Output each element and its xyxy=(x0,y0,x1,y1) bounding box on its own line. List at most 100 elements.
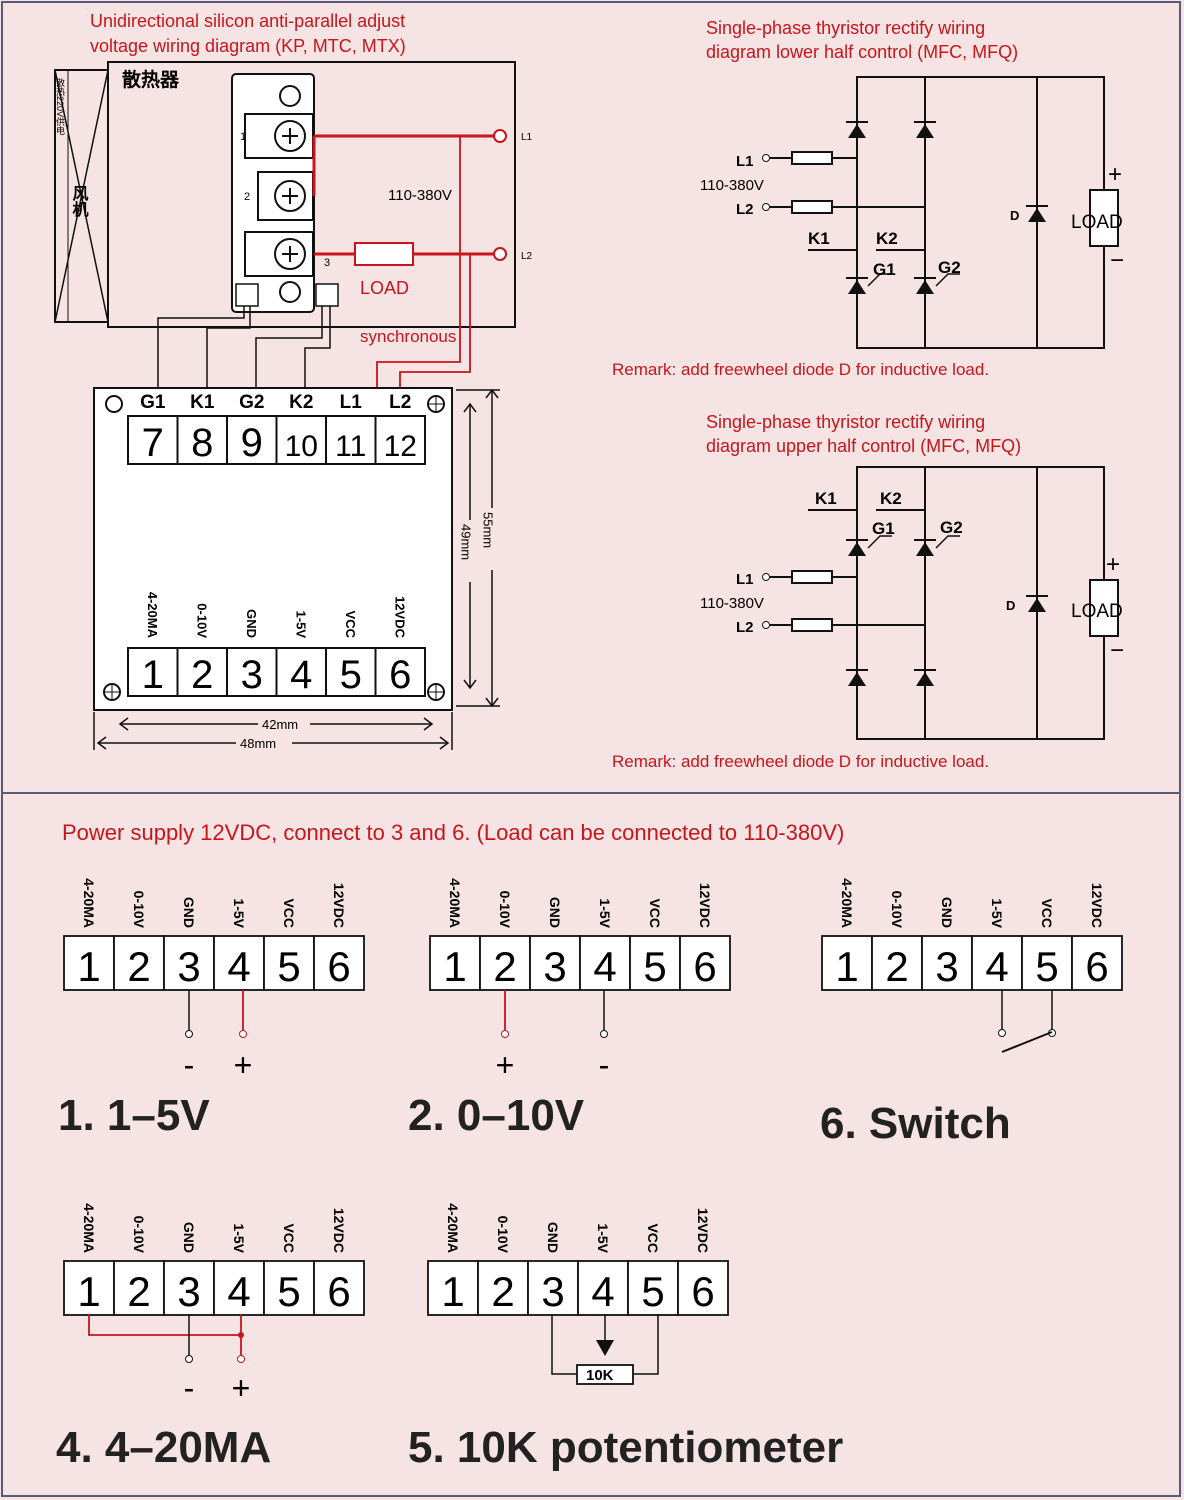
terminal-label: 0-10V xyxy=(131,1216,147,1254)
upper-half-control-diagram: Single-phase thyristor rectify wiring di… xyxy=(612,412,1124,771)
lower-diodes xyxy=(846,121,1048,294)
board-top-terminal-number: 12 xyxy=(384,430,417,463)
mode-2-wiring xyxy=(501,990,608,1038)
board-bottom-terminal-number: 5 xyxy=(340,653,362,697)
terminal-number: 5 xyxy=(643,943,666,990)
terminal-number: 5 xyxy=(1035,943,1058,990)
polarity-sign: - xyxy=(184,1047,195,1083)
board-bottom-terminal-number: 4 xyxy=(290,653,312,697)
upper-half-title-line2: diagram upper half control (MFC, MFQ) xyxy=(706,436,1021,456)
lower-k1-label: K1 xyxy=(808,229,830,248)
lower-remark: Remark: add freewheel diode D for induct… xyxy=(612,360,989,379)
board-top-terminal xyxy=(176,415,228,465)
module-mount-hole-top xyxy=(279,85,301,107)
board-bottom-terminal xyxy=(374,647,426,697)
terminal-label: 12VDC xyxy=(331,1208,347,1253)
terminal-label: 0-10V xyxy=(497,891,513,929)
polarity-sign: - xyxy=(184,1370,195,1406)
terminal-number: 6 xyxy=(1085,943,1108,990)
terminal-label: 0-10V xyxy=(889,891,905,929)
polarity-sign: - xyxy=(599,1047,610,1083)
board-bottom-terminal xyxy=(325,647,377,697)
dim-55-gap xyxy=(484,508,500,570)
terminal-box xyxy=(313,1260,365,1316)
dim-42-gap xyxy=(258,716,310,732)
lower-l1-label: L1 xyxy=(736,153,754,170)
terminal-box xyxy=(113,1260,165,1316)
board-hole-top-right xyxy=(427,395,445,413)
mode-title: 5. 10K potentiometer xyxy=(408,1423,843,1472)
upper-d-label: D xyxy=(1006,598,1015,613)
terminal-box xyxy=(429,935,481,991)
terminal-number: 4 xyxy=(593,943,616,990)
l2-terminal xyxy=(493,247,507,261)
polarity-sign: + xyxy=(496,1047,515,1083)
fan-label: 风机 xyxy=(70,185,89,218)
terminal-number: 3 xyxy=(541,1268,564,1315)
dim-42-label: 42mm xyxy=(262,717,298,732)
terminal-number: 3 xyxy=(935,943,958,990)
upper-diodes xyxy=(846,535,1048,686)
board-top-label: G2 xyxy=(239,392,264,413)
module-terminal-3 xyxy=(244,231,314,277)
mode-5-potentiometer-wiring: 10K xyxy=(551,1314,659,1385)
upper-voltage-label: 110-380V xyxy=(700,595,764,612)
mode-6-switch-wiring xyxy=(998,990,1056,1053)
terminal-box xyxy=(113,935,165,991)
lower-d-label: D xyxy=(1010,208,1019,223)
upper-fuse-l2 xyxy=(791,618,833,632)
terminal-number: 2 xyxy=(493,943,516,990)
board-top-terminal-number: 9 xyxy=(241,421,263,465)
mode-4-wiring xyxy=(88,1314,245,1363)
terminal-box xyxy=(63,935,115,991)
board-bottom-label: 1-5V xyxy=(293,611,308,639)
board-hole-bottom-left xyxy=(103,683,121,701)
lower-minus: − xyxy=(1110,247,1124,274)
synchronous-label: synchronous xyxy=(360,327,456,346)
dim-49-gap xyxy=(462,520,478,582)
board-hole-top-left xyxy=(105,395,123,413)
board-bottom-terminal-number: 3 xyxy=(241,653,263,697)
terminal-label: GND xyxy=(181,897,197,928)
lower-load-label: LOAD xyxy=(1071,212,1123,233)
terminal-label: GND xyxy=(181,1222,197,1253)
module-pin-2-label: 2 xyxy=(244,191,250,203)
lower-k2-label: K2 xyxy=(876,229,898,248)
board-top-label: K2 xyxy=(289,392,313,413)
terminal-box xyxy=(629,935,681,991)
terminal-box xyxy=(679,935,731,991)
board-bottom-terminal-number: 2 xyxy=(191,653,213,697)
board-top-terminal-number: 8 xyxy=(191,421,213,465)
upper-load-label: LOAD xyxy=(1071,601,1123,622)
terminal-number: 1 xyxy=(835,943,858,990)
board-bottom-label: 4-20MA xyxy=(145,592,160,639)
lower-g1-label: G1 xyxy=(873,260,896,279)
board-bottom-label: 12VDC xyxy=(392,596,407,639)
upper-fuse-l1 xyxy=(791,570,833,584)
terminal-label: 1-5V xyxy=(595,1223,611,1253)
terminal-box xyxy=(677,1260,729,1316)
lower-plus: + xyxy=(1108,161,1122,188)
terminal-label: VCC xyxy=(645,1223,661,1253)
terminal-number: 2 xyxy=(885,943,908,990)
fan-cross-line-b xyxy=(54,69,109,323)
power-wires xyxy=(312,134,495,256)
terminal-number: 6 xyxy=(327,1268,350,1315)
load-label: LOAD xyxy=(360,278,409,298)
terminal-box xyxy=(627,1260,679,1316)
terminal-label: 1-5V xyxy=(989,898,1005,928)
power-supply-note: Power supply 12VDC, connect to 3 and 6. … xyxy=(62,820,844,845)
terminal-number: 2 xyxy=(491,1268,514,1315)
upper-k1-label: K1 xyxy=(815,489,837,508)
terminal-label: 12VDC xyxy=(695,1208,711,1253)
upper-l2-label: L2 xyxy=(736,619,754,636)
mode-1-wiring xyxy=(185,990,247,1038)
lower-l1-node xyxy=(762,154,770,162)
terminal-number: 4 xyxy=(227,1268,250,1315)
